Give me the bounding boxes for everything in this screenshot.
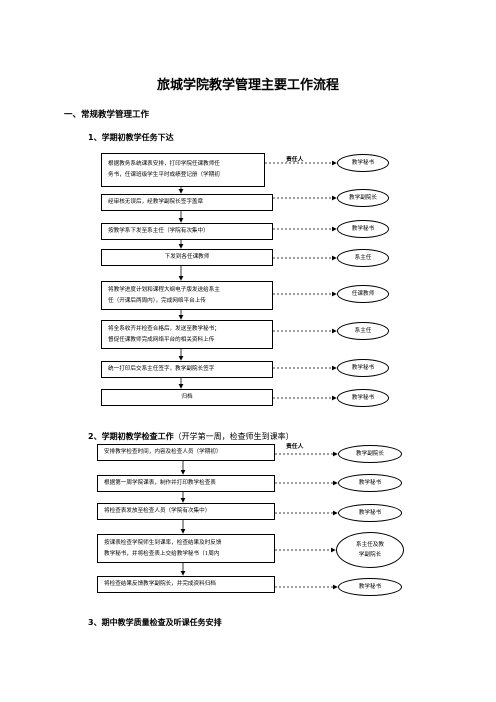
flow1-role-7: 教学秘书: [337, 359, 389, 377]
flow1-step-1: 根据教务系统课表安排，打印学院任课教师任 务书，任课班级学生平时成绩登记册（学期…: [101, 153, 265, 187]
flow1-step-6: 将全系收齐并检查合格后，发送至教学秘书； 督促任课教师完成网络平台的相关资料上传: [101, 320, 273, 349]
responsible-label-2: 责任人: [286, 444, 304, 450]
flow2-step-3: 将检查表发放至检查人员（学院有次集中）: [97, 503, 275, 520]
flow2-role-5: 教学秘书: [338, 578, 402, 596]
subsection-1-heading: 1、学期初教学任务下达: [88, 133, 174, 142]
flow1-role-8: 教学秘书: [337, 389, 389, 407]
responsible-label-1: 责任人: [286, 157, 304, 163]
subsection-3-heading: 3、期中教学质量检查及听课任务安排: [88, 618, 222, 627]
flow2-step-5: 将检查结果反馈教学副院长，并完成资料归档: [97, 576, 275, 593]
flow1-role-1: 教学秘书: [337, 154, 389, 172]
page-title: 旅城学院教学管理主要工作流程: [156, 78, 339, 93]
subsection-2-note: （开学第一周，检查师生到课率）: [173, 432, 294, 441]
section-heading: 一、常规教学管理工作: [64, 110, 150, 120]
flow1-step-5: 将教学进度计划和课程大纲电子版发送给系主 任（开课后两周内），完成网络平台上传: [101, 281, 273, 310]
flow1-step-8: 归档: [101, 389, 273, 406]
flow1-step-4: 下发到各任课教师: [101, 249, 273, 266]
flow1-role-5: 任课教师: [337, 285, 389, 303]
flow1-role-6: 系主任: [337, 322, 389, 340]
flow2-step-4: 按课表检查学院师生到课率，检查结果及时反馈 教学秘书，并将检查表上交给教学秘书（…: [97, 534, 275, 563]
flow1-step-3: 按教学系下发至系主任（学院有次集中）: [101, 223, 273, 240]
flow2-step-2: 根据第一周学院课表，制作并打印教学检查表: [97, 475, 275, 492]
flow1-step-2: 经审核无误后，经教学副院长签字盖章: [101, 194, 273, 211]
flow2-role-3: 教学秘书: [338, 504, 402, 522]
flow1-step-7: 统一打印后交系主任签字，教学副院长签字: [101, 361, 273, 378]
flow1-role-4: 系主任: [337, 249, 389, 267]
flow1-role-2: 教学副院长: [337, 189, 389, 207]
flow1-role-3: 教学秘书: [337, 220, 389, 238]
subsection-2-heading: 2、学期初教学检查工作（开学第一周，检查师生到课率）: [88, 432, 294, 441]
flow2-role-4: 系主任及教 学副院长: [336, 532, 404, 568]
flow2-step-1: 安排教学检查时间，内容及检查人员（学期初）: [97, 444, 275, 461]
flow2-role-1: 教学副院长: [338, 445, 402, 463]
flow2-role-2: 教学秘书: [338, 474, 402, 492]
